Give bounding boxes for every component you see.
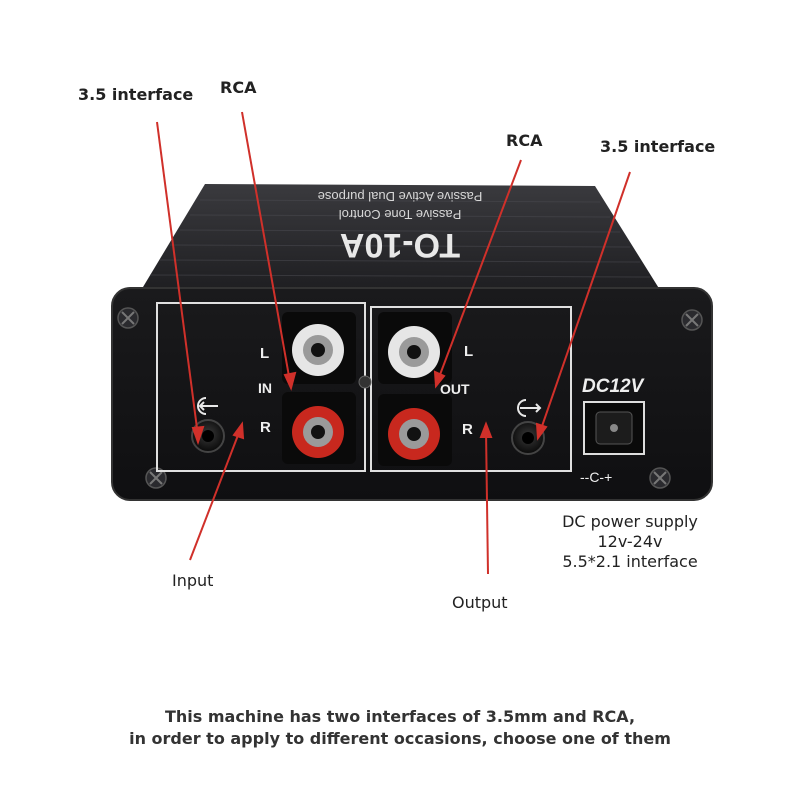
in-l-label: L (260, 345, 269, 362)
dc-jack (583, 401, 645, 455)
dc-line-1: DC power supply (562, 512, 698, 531)
in-r-label: R (260, 419, 271, 436)
in-label: IN (258, 380, 272, 396)
dc-line-2: 12v-24v (597, 532, 663, 551)
callout-output: Output (452, 593, 508, 612)
callout-3-5-right: 3.5 interface (600, 137, 716, 156)
output-symbol-icon (517, 399, 542, 417)
output-panel-frame (370, 306, 572, 472)
rca-out-left-jack (378, 312, 452, 384)
subtitle-1: Passive Tone Control (339, 207, 462, 222)
jack-3-5-output (511, 421, 545, 455)
callout-input: Input (172, 571, 214, 590)
bottom-caption: This machine has two interfaces of 3.5mm… (0, 706, 800, 750)
model-text: TO-10A (340, 226, 460, 264)
callout-arrows (156, 111, 631, 575)
input-symbol-icon (197, 397, 218, 415)
out-l-label: L (464, 343, 473, 360)
out-r-label: R (462, 421, 473, 438)
rca-out-right-jack (378, 394, 452, 466)
dc-line-3: 5.5*2.1 interface (562, 552, 698, 571)
out-label: OUT (440, 381, 470, 397)
subtitle-2: Passive Active Dual purpose (318, 189, 483, 204)
caption-line-1: This machine has two interfaces of 3.5mm… (164, 707, 636, 726)
device-top: TO-10A Passive Tone Control Passive Acti… (140, 184, 660, 292)
dc-label: DC12V (582, 376, 645, 397)
rca-in-right-jack (282, 392, 356, 464)
callout-rca-left: RCA (220, 78, 257, 97)
callout-rca-right: RCA (506, 131, 543, 150)
callout-3-5-left: 3.5 interface (78, 85, 194, 104)
callout-dc: DC power supply 12v-24v 5.5*2.1 interfac… (540, 512, 720, 572)
rca-in-left-jack (282, 312, 356, 384)
caption-line-2: in order to apply to different occasions… (129, 729, 671, 748)
polarity-label: --C-+ (580, 469, 612, 485)
device-front: L IN R L OUT R DC12V --C-+ (111, 287, 713, 501)
